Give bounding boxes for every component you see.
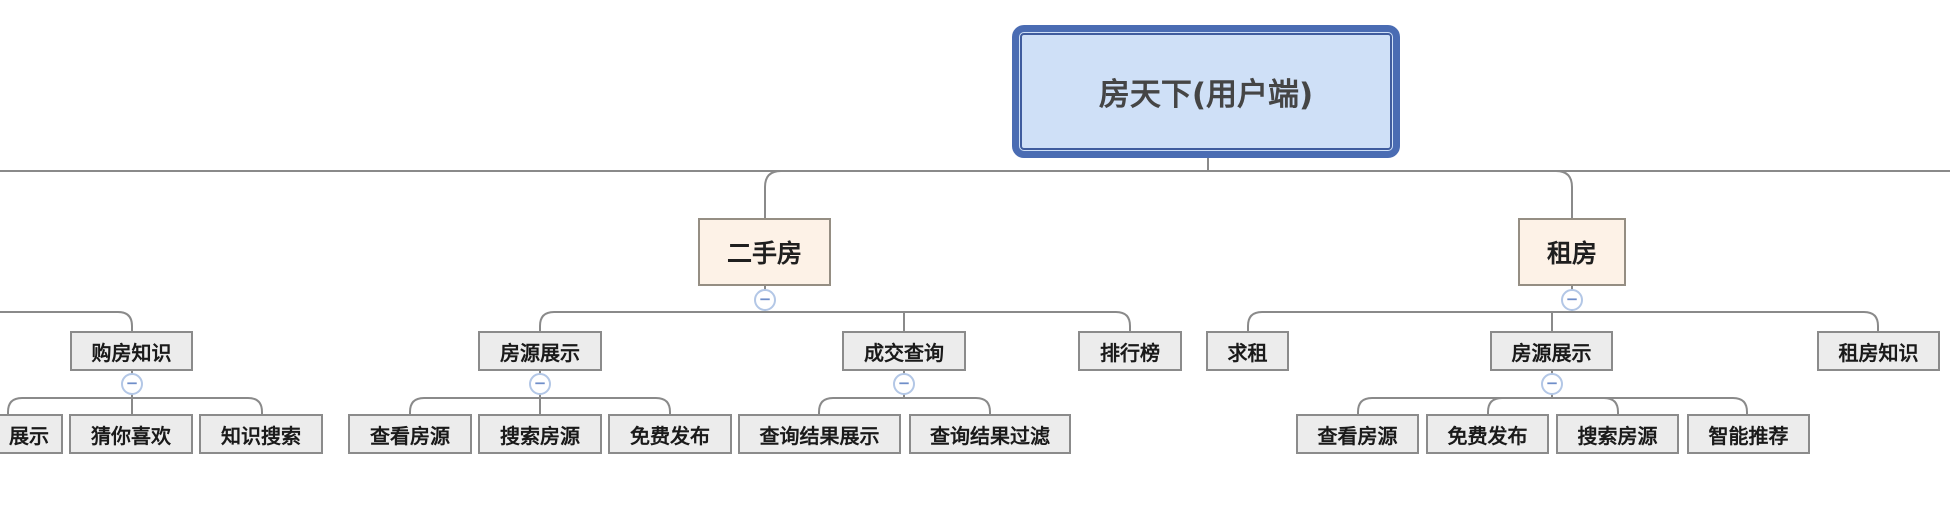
connector-line: [904, 397, 991, 414]
node-qiuzu[interactable]: 求租: [1206, 331, 1289, 371]
connector-line: [540, 397, 671, 414]
node-sousuo-fangyuan-esf[interactable]: 搜索房源: [478, 414, 602, 454]
node-label-paihangbang: 排行榜: [1100, 340, 1160, 365]
node-mianfei-fabu-esf[interactable]: 免费发布: [608, 414, 732, 454]
node-chakan-fangyuan-esf[interactable]: 查看房源: [348, 414, 472, 454]
node-zufang[interactable]: 租房: [1518, 218, 1626, 286]
connector-line: [409, 397, 540, 414]
node-zhineng-tuijian[interactable]: 智能推荐: [1687, 414, 1810, 454]
collapse-icon-goufang-zhishi[interactable]: −: [121, 373, 143, 395]
node-label-sousuo-fangyuan-esf: 搜索房源: [500, 423, 580, 448]
connector-line: [539, 311, 765, 331]
connector-line: [1357, 397, 1552, 414]
node-label-fangyuan-zhanshi-esf: 房源展示: [500, 340, 580, 365]
connector-line: [1552, 397, 1619, 414]
minus-glyph: −: [897, 374, 911, 392]
minus-glyph: −: [1545, 374, 1559, 392]
connector-line: [0, 311, 133, 331]
connector-line: [7, 397, 132, 414]
node-mianfei-fabu-zf[interactable]: 免费发布: [1426, 414, 1549, 454]
node-label-chakan-fangyuan-zf: 查看房源: [1317, 423, 1398, 448]
node-chengjiao-chaxun[interactable]: 成交查询: [842, 331, 966, 371]
node-label-fangyuan-zhanshi-zf: 房源展示: [1511, 340, 1592, 365]
node-label-mianfei-fabu-zf: 免费发布: [1447, 423, 1528, 448]
node-label-chaxun-jieguo-zhanshi: 查询结果展示: [759, 423, 880, 448]
node-ershoufang[interactable]: 二手房: [698, 218, 831, 286]
node-label-zufang: 租房: [1546, 239, 1597, 268]
minus-glyph: −: [125, 374, 139, 392]
collapse-icon-chengjiao-chaxun[interactable]: −: [893, 373, 915, 395]
node-label-chengjiao-chaxun: 成交查询: [864, 340, 944, 365]
node-fangyuan-zhanshi-zf[interactable]: 房源展示: [1490, 331, 1613, 371]
connector-line: [765, 311, 1131, 331]
collapse-icon-fangyuan-zhanshi-zf[interactable]: −: [1541, 373, 1563, 395]
node-label-cainixihuan: 猜你喜欢: [91, 423, 171, 448]
minus-glyph: −: [533, 374, 547, 392]
node-zhishi-sousuo[interactable]: 知识搜索: [199, 414, 323, 454]
collapse-icon-ershoufang[interactable]: −: [754, 289, 776, 311]
node-chakan-fangyuan-zf[interactable]: 查看房源: [1296, 414, 1419, 454]
node-label-goufang-zhishi: 购房知识: [91, 340, 172, 365]
collapse-icon-zufang[interactable]: −: [1561, 289, 1583, 311]
connector-line: [1572, 311, 1879, 331]
node-goufang-zhishi[interactable]: 购房知识: [70, 331, 193, 371]
node-cainixihuan[interactable]: 猜你喜欢: [69, 414, 193, 454]
node-zufang-zhishi[interactable]: 租房知识: [1817, 331, 1940, 371]
node-label-qiuzu: 求租: [1227, 340, 1268, 365]
node-label-chakan-fangyuan-esf: 查看房源: [370, 423, 450, 448]
node-label-mianfei-fabu-esf: 免费发布: [630, 423, 710, 448]
connector-line: [132, 397, 263, 414]
node-label-ershoufang: 二手房: [726, 239, 802, 268]
connector-line: [1552, 397, 1748, 414]
root-node-fangtianxia[interactable]: 房天下(用户端): [1012, 25, 1400, 158]
node-fangyuan-zhanshi-esf[interactable]: 房源展示: [478, 331, 602, 371]
root-node-label: 房天下(用户端): [1098, 77, 1314, 113]
minus-glyph: −: [1565, 290, 1579, 308]
node-label-zhineng-tuijian: 智能推荐: [1708, 423, 1789, 448]
node-zhanshi-cut[interactable]: 展示: [0, 414, 63, 454]
node-paihangbang[interactable]: 排行榜: [1078, 331, 1182, 371]
node-label-sousuo-fangyuan-zf: 搜索房源: [1577, 423, 1658, 448]
collapse-icon-fangyuan-zhanshi-esf[interactable]: −: [529, 373, 551, 395]
connector-line: [1247, 311, 1572, 331]
node-label-zhishi-sousuo: 知识搜索: [221, 423, 301, 448]
connector-line: [1555, 170, 1573, 218]
node-sousuo-fangyuan-zf[interactable]: 搜索房源: [1556, 414, 1679, 454]
connector-line: [818, 397, 904, 414]
connector-line: [764, 170, 782, 218]
node-label-zufang-zhishi: 租房知识: [1838, 340, 1919, 365]
node-chaxun-jieguo-zhanshi[interactable]: 查询结果展示: [738, 414, 901, 454]
connector-line: [1487, 397, 1552, 414]
minus-glyph: −: [758, 290, 772, 308]
node-label-chaxun-jieguo-guolv: 查询结果过滤: [930, 423, 1050, 448]
node-chaxun-jieguo-guolv[interactable]: 查询结果过滤: [909, 414, 1071, 454]
node-label-zhanshi-cut: 展示: [9, 423, 49, 448]
